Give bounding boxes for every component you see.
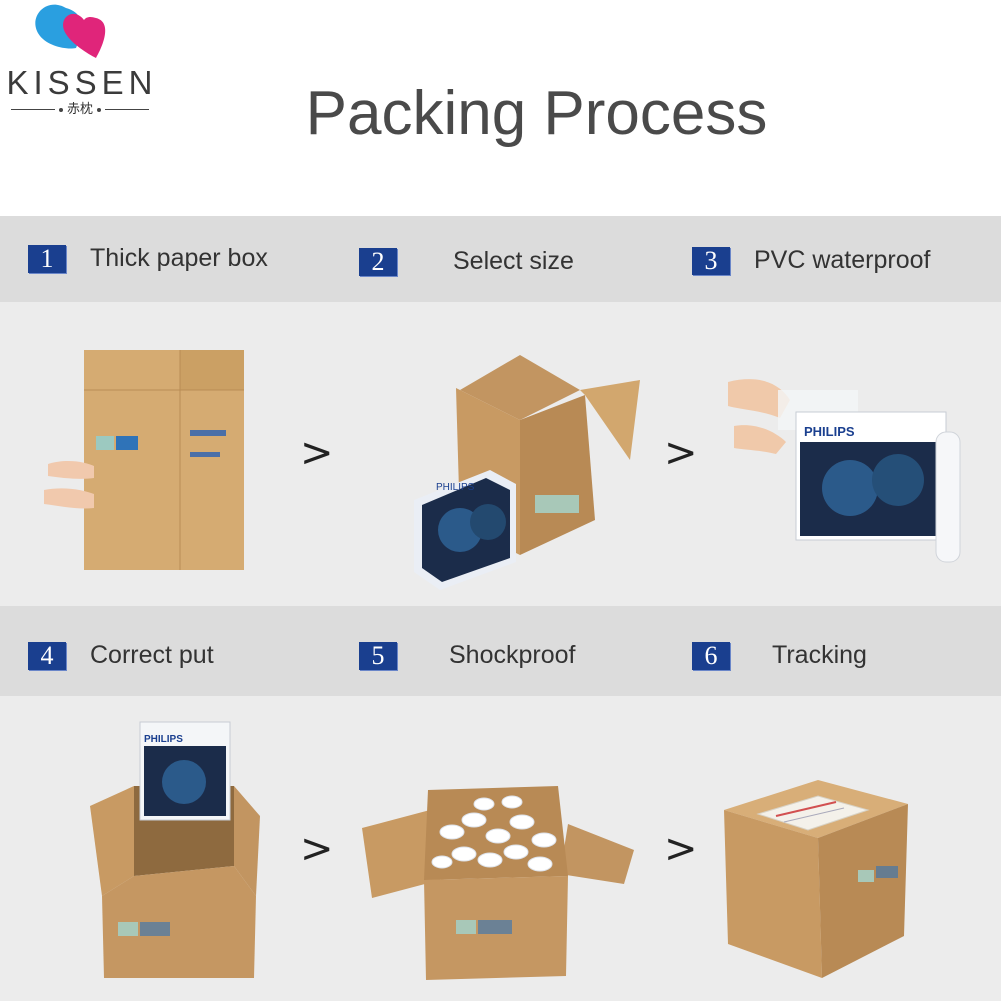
step-label: PVC waterproof: [754, 246, 931, 274]
step-label: Tracking: [772, 641, 867, 669]
step-label: Shockproof: [449, 641, 576, 669]
step-5: 5 Shockproof: [359, 641, 575, 670]
brand-subtitle: 赤枕: [0, 98, 160, 117]
product-brand-text: PHILIPS: [804, 424, 855, 439]
step-number: 6: [692, 641, 730, 670]
brand-logo: KISSEN 赤枕: [0, 0, 170, 125]
tracking-box-image: [724, 780, 908, 978]
steps-header-row-2: [0, 606, 1001, 696]
step-number: 1: [28, 244, 66, 273]
brand-subtitle-text: 赤枕: [66, 101, 93, 116]
step-2: 2 Select size: [359, 247, 574, 276]
arrow-4: >: [664, 826, 698, 872]
select-size-box-image: PHILIPS: [414, 355, 640, 590]
step-3: 3 PVC waterproof: [692, 246, 930, 275]
arrow-2: >: [664, 430, 698, 476]
step-number: 3: [692, 246, 730, 275]
step-1: 1 Thick paper box: [28, 244, 268, 273]
step-number: 5: [359, 641, 397, 670]
step-number: 4: [28, 641, 66, 670]
step-4: 4 Correct put: [28, 641, 214, 670]
step-label: Select size: [453, 247, 574, 275]
step-number: 2: [359, 247, 397, 276]
correct-put-image: PHILIPS: [90, 721, 260, 978]
arrow-3: >: [300, 826, 334, 872]
shockproof-box-image: [362, 786, 634, 980]
step-label: Thick paper box: [90, 244, 268, 272]
flat-cardboard-image: [44, 350, 244, 570]
steps-header-row-1: [0, 216, 1001, 302]
product-brand-text: PHILIPS: [144, 734, 183, 745]
arrow-1: >: [300, 430, 334, 476]
product-brand-text: PHILIPS: [436, 482, 475, 493]
page-title: Packing Process: [305, 79, 768, 148]
hearts-icon: [35, 4, 106, 58]
step-label: Correct put: [90, 641, 214, 669]
pvc-wrap-image: PHILIPS: [728, 379, 961, 563]
brand-name: KISSEN: [6, 64, 158, 101]
step-6: 6 Tracking: [692, 641, 867, 670]
